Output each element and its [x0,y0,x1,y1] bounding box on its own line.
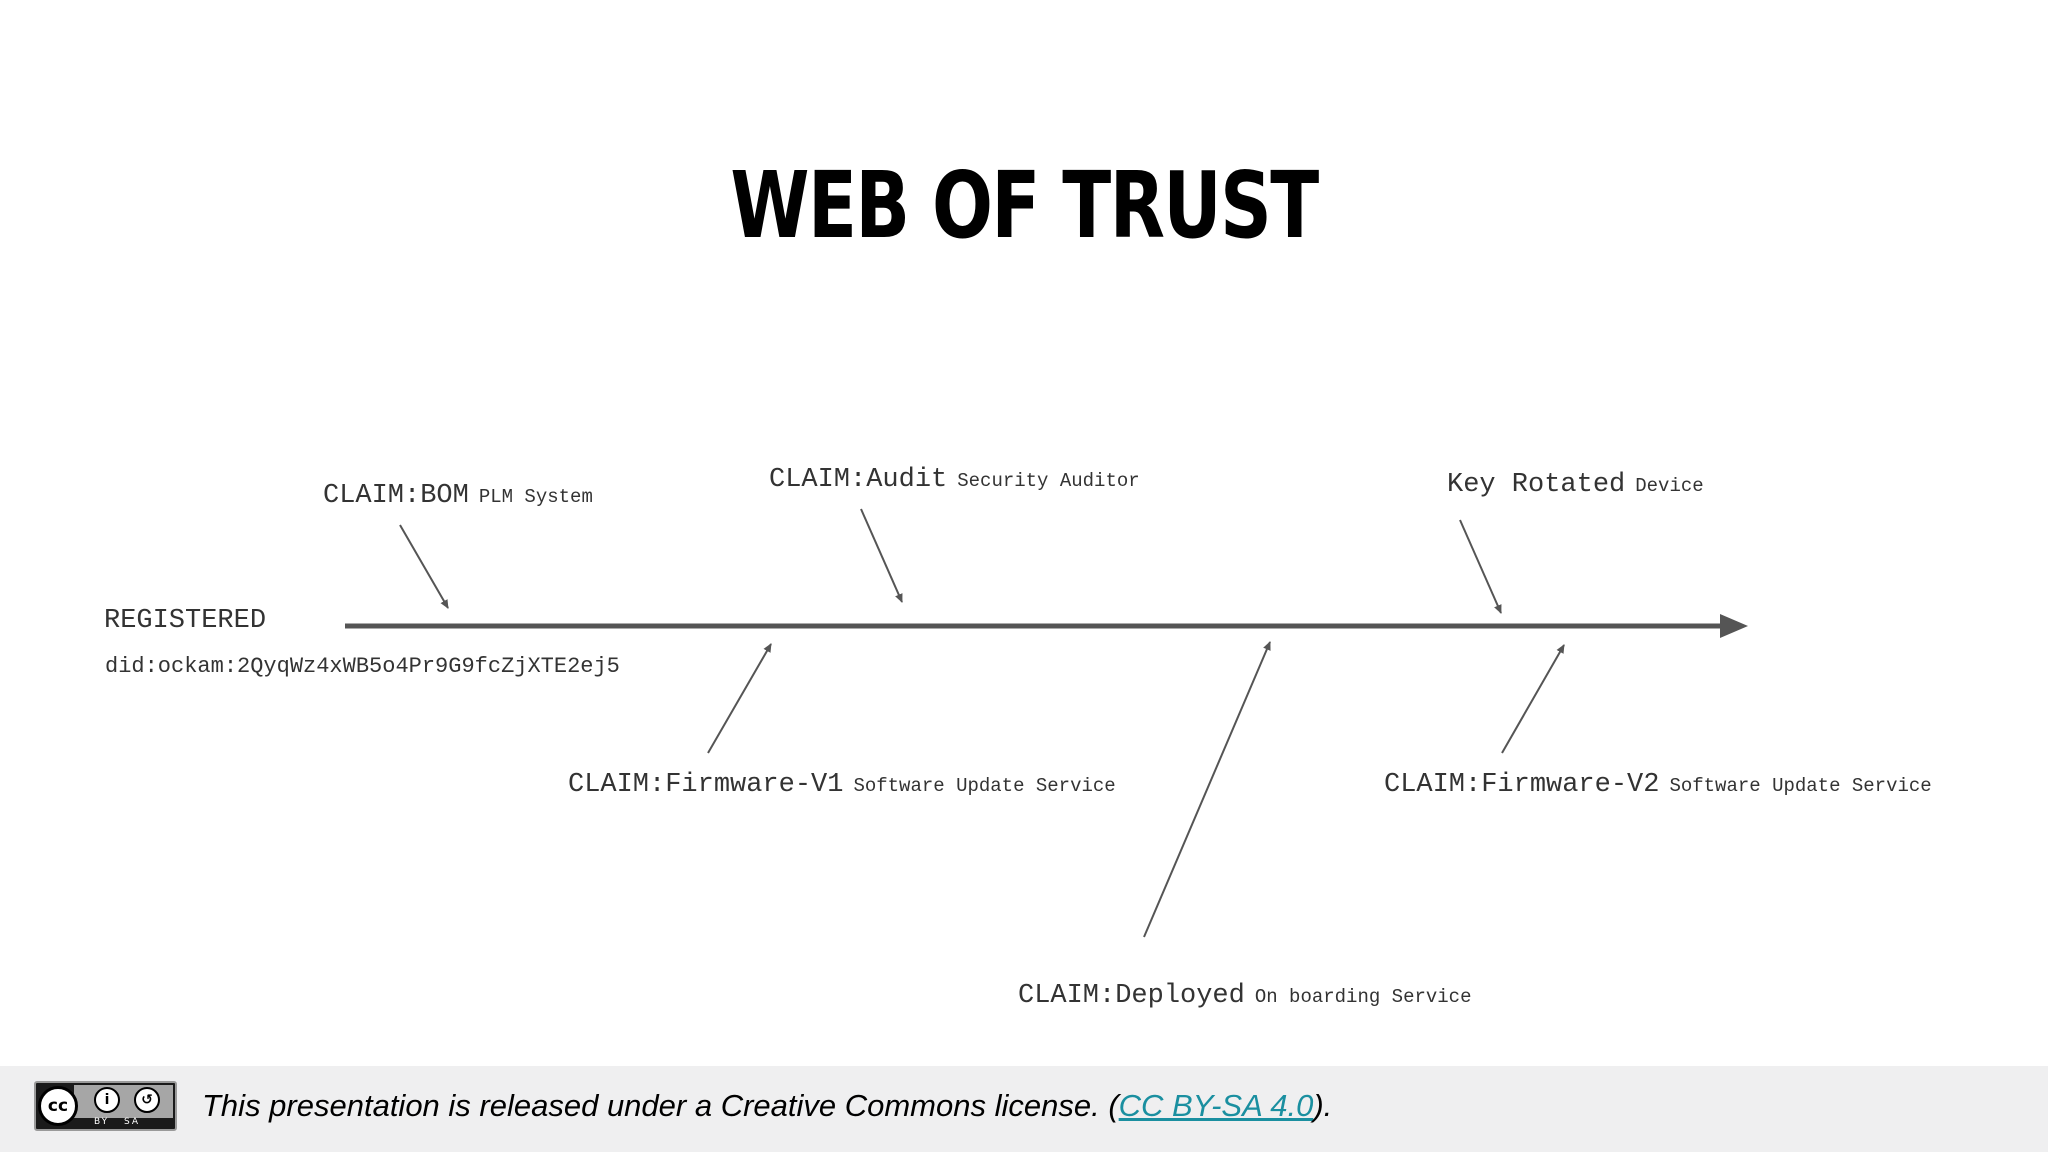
arrow-bom [399,524,449,609]
cc-license-link[interactable]: CC BY-SA 4.0 [1118,1088,1314,1123]
cc-icon: cc [38,1086,78,1126]
arrow-firmware-v2 [1501,644,1565,754]
claim-deployed: CLAIM:Deployed On boarding Service [1018,981,1471,1011]
claim-deployed-main: CLAIM:Deployed [1018,981,1245,1011]
did-label: did:ockam:2QyqWz4xWB5o4Pr9G9fcZjXTE2ej5 [105,654,620,679]
claim-bom-issuer: PLM System [478,486,593,508]
arrow-deployed [1143,641,1271,938]
claim-firmware-v2-main: CLAIM:Firmware-V2 [1384,770,1660,800]
registered-label: REGISTERED [104,606,267,636]
license-text: This presentation is released under a Cr… [202,1088,1332,1124]
claim-firmware-v1-main: CLAIM:Firmware-V1 [568,770,844,800]
cc-by-sa-badge[interactable]: cc i ↺ BY SA [34,1081,177,1131]
slide-title: WEB OF TRUST [730,152,1319,259]
claim-firmware-v1-issuer: Software Update Service [853,775,1116,797]
license-footer: cc i ↺ BY SA This presentation is releas… [0,1066,2048,1152]
claim-key-rotated: Key Rotated Device [1447,470,1704,500]
claim-bom: CLAIM:BOM PLM System [323,481,593,511]
claim-firmware-v2-issuer: Software Update Service [1669,775,1932,797]
sa-share-alike-icon: ↺ [134,1087,160,1113]
license-text-after: ). [1313,1088,1333,1123]
claim-bom-main: CLAIM:BOM [323,481,469,511]
claim-audit-main: CLAIM:Audit [769,465,948,495]
claim-key-rotated-issuer: Device [1635,475,1704,497]
claim-firmware-v1: CLAIM:Firmware-V1 Software Update Service [568,770,1116,800]
arrow-key-rotated [1459,519,1502,614]
by-attribution-icon: i [94,1087,120,1113]
claim-audit: CLAIM:Audit Security Auditor [769,465,1140,495]
claim-deployed-issuer: On boarding Service [1254,986,1472,1008]
claim-firmware-v2: CLAIM:Firmware-V2 Software Update Service [1384,770,1932,800]
claim-audit-issuer: Security Auditor [957,470,1140,492]
license-text-before: This presentation is released under a Cr… [202,1088,1119,1123]
by-sa-text: BY SA [94,1117,141,1127]
arrow-audit [860,508,903,603]
timeline-arrowhead [1720,614,1748,638]
claim-key-rotated-main: Key Rotated [1447,470,1626,500]
arrow-firmware-v1 [707,643,772,754]
